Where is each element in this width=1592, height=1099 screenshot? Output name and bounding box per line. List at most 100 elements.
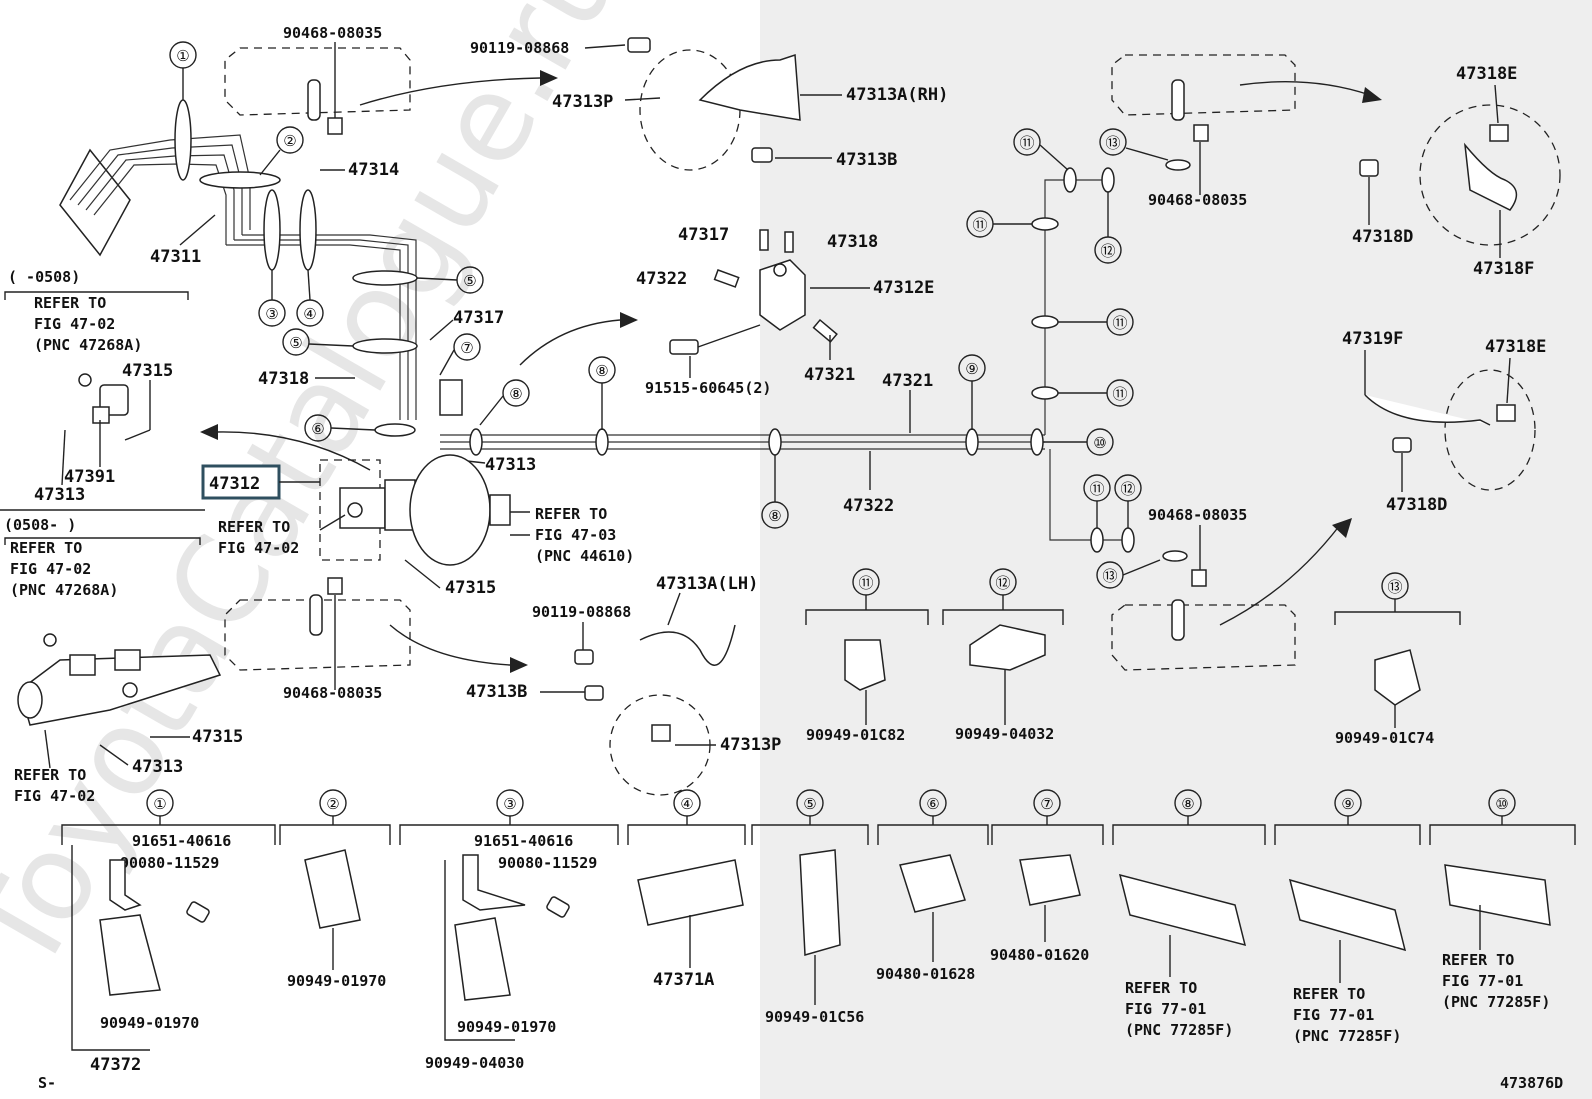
inset-box-right-top xyxy=(1111,54,1296,116)
figure-code: 473876D xyxy=(1500,1074,1563,1092)
part-90468-08035-bottom: 90468-08035 xyxy=(283,684,382,702)
bottom-group-3-num: ③ xyxy=(503,795,516,813)
part-47315-bottom: 47315 xyxy=(192,727,243,747)
part-47312E: 47312E xyxy=(873,278,934,298)
detail-circle-right-mid xyxy=(1444,369,1536,491)
part-91515-60645: 91515-60645(2) xyxy=(645,379,771,397)
refer-group8-line2: FIG 77-01 xyxy=(1125,1000,1206,1018)
part-47313B-bottom: 47313B xyxy=(466,682,527,702)
part-90480-01620: 90480-01620 xyxy=(990,946,1089,964)
leader xyxy=(61,429,66,486)
bolt-47318D-b xyxy=(1392,437,1412,453)
arrow-right-top xyxy=(1239,80,1371,96)
leader xyxy=(319,514,346,531)
bottom-group-10-num: ⑩ xyxy=(1495,795,1508,813)
part-47312-highlighted[interactable]: 47312 xyxy=(209,474,260,494)
part-47321-b: 47321 xyxy=(882,371,933,391)
refer-group10-line1: REFER TO xyxy=(1442,951,1514,969)
clip xyxy=(1193,124,1209,142)
part-47318E-b: 47318E xyxy=(1485,337,1546,357)
refer5-line1: REFER TO xyxy=(14,766,86,784)
bottom-group-2-num: ② xyxy=(326,795,339,813)
refer3-line2: FIG 47-02 xyxy=(218,539,299,557)
part-90468-08035-r1: 90468-08035 xyxy=(1148,191,1247,209)
callout-11d-num: ⑪ xyxy=(1112,385,1127,403)
master-cylinder xyxy=(17,633,222,726)
part-90949-01970-a: 90949-01970 xyxy=(100,1014,199,1032)
part-90468-08035-r2: 90468-08035 xyxy=(1148,506,1247,524)
callout-13b-num: ⑬ xyxy=(1102,567,1117,585)
part-47321-a: 47321 xyxy=(804,365,855,385)
callout-11c-num: ⑪ xyxy=(1112,314,1127,332)
callout-7 xyxy=(453,333,481,361)
clamp-90949-01C56 xyxy=(799,849,841,956)
hose-47313A-LH xyxy=(639,624,736,666)
clip xyxy=(1191,569,1207,587)
bracket xyxy=(991,824,1104,845)
part-91651-40616-a: 91651-40616 xyxy=(132,832,231,850)
clamp xyxy=(1101,167,1115,193)
bolt-group-3 xyxy=(546,896,570,918)
bolt-47318D xyxy=(1359,159,1379,177)
part-47318-top: 47318 xyxy=(827,232,878,252)
bracket xyxy=(877,824,989,845)
arrow-mid xyxy=(519,319,621,366)
leader xyxy=(439,349,455,376)
callout-5a-num: ⑤ xyxy=(463,272,476,290)
callout-4-num: ④ xyxy=(303,305,316,323)
clamp-90949-01970-b xyxy=(304,849,361,929)
clip xyxy=(327,577,343,595)
callout-11a-num: ⑪ xyxy=(1019,134,1034,152)
highlight-box-47312 xyxy=(201,464,281,500)
clamp xyxy=(1063,167,1077,193)
bottom-group-6-num: ⑥ xyxy=(926,795,939,813)
callout-11e-num: ⑪ xyxy=(1089,480,1104,498)
callout-2 xyxy=(276,126,304,154)
bracket xyxy=(1112,824,1266,845)
clamp xyxy=(1030,428,1044,456)
refer-group10-line3: (PNC 77285F) xyxy=(1442,993,1550,1011)
leader xyxy=(667,592,681,626)
part-90949-01970-b: 90949-01970 xyxy=(287,972,386,990)
callout-7-num: ⑦ xyxy=(460,339,473,357)
arrow-top-left xyxy=(359,77,541,106)
bracket-plate-3 xyxy=(462,854,526,911)
bottom-group-1-num: ① xyxy=(153,795,166,813)
part-47322-top: 47322 xyxy=(636,269,687,289)
part-90119-08868-top: 90119-08868 xyxy=(470,39,569,57)
part-47318E-a: 47318E xyxy=(1456,64,1517,84)
refer2-line2: FIG 47-02 xyxy=(10,560,91,578)
clamp-90480-01628 xyxy=(899,854,966,913)
bottom-group-5-num: ⑤ xyxy=(803,795,816,813)
part-90949-04030: 90949-04030 xyxy=(425,1054,524,1072)
clamp xyxy=(965,428,979,456)
arrowhead xyxy=(1362,87,1382,103)
bolt-group-1 xyxy=(186,901,210,923)
bracket xyxy=(4,291,189,300)
inset-box-top xyxy=(224,47,411,116)
clamp xyxy=(1031,217,1059,231)
callout-13a-num: ⑬ xyxy=(1105,134,1120,152)
part-47317-mid: 47317 xyxy=(453,308,504,328)
clip-pin xyxy=(1171,599,1185,641)
clamp xyxy=(1162,550,1188,562)
leader xyxy=(1125,147,1169,161)
callout-5b-num: ⑤ xyxy=(289,334,302,352)
refer-group10-line2: FIG 77-01 xyxy=(1442,972,1523,990)
date-range-before: ( -0508) xyxy=(8,268,80,286)
inset-box-bottom xyxy=(224,599,411,671)
group-12-num: ⑫ xyxy=(995,574,1010,592)
part-90949-01C82: 90949-01C82 xyxy=(806,726,905,744)
callout-3-num: ③ xyxy=(265,305,278,323)
part-90480-01628: 90480-01628 xyxy=(876,965,975,983)
leader xyxy=(1494,84,1499,124)
refer-group8-line1: REFER TO xyxy=(1125,979,1197,997)
bracket xyxy=(942,609,1064,625)
bolt-47313B-bottom xyxy=(584,685,604,701)
part-90949-04032: 90949-04032 xyxy=(955,725,1054,743)
bolt-top xyxy=(627,37,651,53)
leader xyxy=(479,395,504,426)
leader xyxy=(330,427,376,431)
clip xyxy=(327,117,343,135)
